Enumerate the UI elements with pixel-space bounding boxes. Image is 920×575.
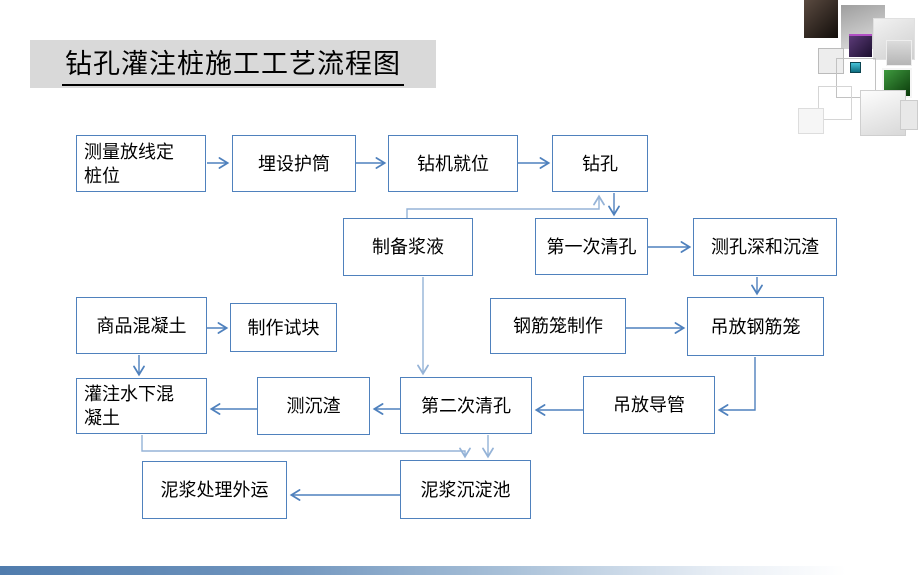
node-cage-make-label: 钢筋笼制作 — [513, 316, 603, 336]
decor-cube-frame — [836, 58, 876, 98]
node-rig: 钻机就位 — [388, 135, 518, 192]
decor-cube-purple — [849, 34, 872, 57]
node-drill: 钻孔 — [552, 135, 648, 192]
node-cage-place: 吊放钢筋笼 — [687, 297, 824, 356]
node-slurry-label: 制备浆液 — [372, 237, 444, 257]
decor-cube-dark — [804, 0, 838, 38]
node-pour: 灌注水下混 凝土 — [76, 378, 207, 434]
node-casing-label: 埋设护筒 — [258, 153, 330, 174]
decor-cube-small-gray — [886, 40, 912, 66]
node-cage-make: 钢筋笼制作 — [490, 298, 626, 354]
node-slurry: 制备浆液 — [343, 218, 473, 276]
node-depth: 测孔深和沉渣 — [693, 218, 837, 276]
node-mud-pond-label: 泥浆沉淀池 — [420, 479, 511, 500]
node-clean1-label: 第一次清孔 — [546, 236, 637, 257]
node-cage-place-label: 吊放钢筋笼 — [710, 316, 801, 337]
decor-cube-frame3 — [798, 108, 824, 134]
arrow-pour-mudpond — [141, 435, 471, 459]
title-bar: 钻孔灌注桩施工工艺流程图 — [30, 40, 436, 88]
node-clean2-label: 第二次清孔 — [421, 395, 511, 416]
node-drill-label: 钻孔 — [582, 153, 618, 174]
footer-accent-bar — [0, 566, 920, 575]
node-tremie: 吊放导管 — [583, 376, 715, 434]
node-clean1: 第一次清孔 — [535, 218, 648, 275]
decor-cube-outline — [818, 48, 844, 74]
node-survey-line2: 桩位 — [84, 165, 120, 186]
node-casing: 埋设护筒 — [232, 135, 356, 192]
arrow-slurry-drill — [406, 194, 605, 218]
arrow-cageplace-tremie — [717, 357, 756, 416]
node-sediment: 测沉渣 — [257, 377, 370, 435]
node-testblock-label: 制作试块 — [247, 317, 320, 338]
node-tremie-label: 吊放导管 — [613, 395, 685, 415]
node-clean2: 第二次清孔 — [400, 377, 532, 434]
decor-cube-frame2 — [818, 86, 852, 120]
node-depth-label: 测孔深和沉渣 — [711, 237, 819, 257]
decor-cubes-cluster — [788, 0, 920, 150]
node-pour-line1: 灌注水下混 — [84, 384, 174, 404]
node-survey-line1: 测量放线定 — [84, 141, 174, 162]
node-pour-line2: 凝土 — [84, 408, 120, 428]
node-mud-pond: 泥浆沉淀池 — [400, 460, 531, 519]
node-concrete-label: 商品混凝土 — [96, 315, 187, 336]
decor-cube-white — [860, 90, 906, 136]
node-survey: 测量放线定 桩位 — [76, 135, 206, 192]
node-testblock: 制作试块 — [230, 303, 337, 352]
node-sediment-label: 测沉渣 — [286, 396, 341, 416]
node-mud-out-label: 泥浆处理外运 — [160, 480, 269, 500]
node-mud-out: 泥浆处理外运 — [142, 461, 287, 519]
decor-cube-teal — [850, 62, 861, 73]
node-concrete: 商品混凝土 — [76, 297, 207, 354]
node-rig-label: 钻机就位 — [417, 153, 489, 174]
decor-cube-edge — [900, 100, 918, 130]
page-title: 钻孔灌注桩施工工艺流程图 — [62, 42, 404, 86]
